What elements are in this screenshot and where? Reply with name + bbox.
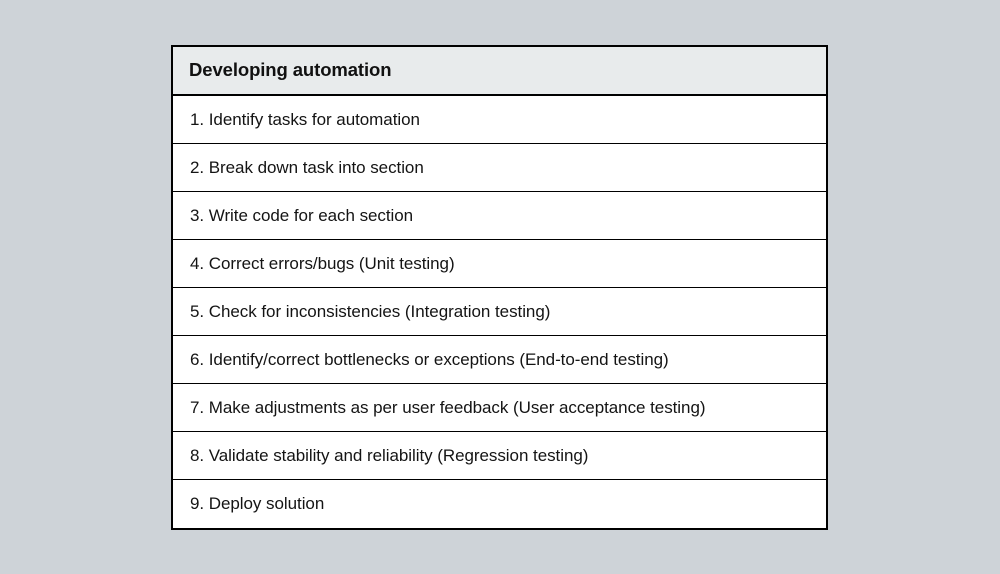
table-row[interactable]: 4. Correct errors/bugs (Unit testing) <box>173 240 826 288</box>
table-row[interactable]: 3. Write code for each section <box>173 192 826 240</box>
table-header-row: Developing automation <box>173 47 826 96</box>
table-row[interactable]: 2. Break down task into section <box>173 144 826 192</box>
table-row-label: 3. Write code for each section <box>190 205 414 225</box>
table-row-label: 4. Correct errors/bugs (Unit testing) <box>190 253 455 273</box>
table-row[interactable]: 9. Deploy solution <box>173 480 826 528</box>
table-row[interactable]: 7. Make adjustments as per user feedback… <box>173 384 826 432</box>
table-row[interactable]: 8. Validate stability and reliability (R… <box>173 432 826 480</box>
table-row[interactable]: 6. Identify/correct bottlenecks or excep… <box>173 336 826 384</box>
table-row[interactable]: 5. Check for inconsistencies (Integratio… <box>173 288 826 336</box>
table-body: 1. Identify tasks for automation 2. Brea… <box>173 96 826 528</box>
table-header-title: Developing automation <box>189 59 392 81</box>
developing-automation-table: Developing automation 1. Identify tasks … <box>171 45 828 530</box>
table-row-label: 1. Identify tasks for automation <box>190 109 420 129</box>
table-row-label: 6. Identify/correct bottlenecks or excep… <box>190 349 669 369</box>
table-row-label: 5. Check for inconsistencies (Integratio… <box>190 301 551 321</box>
table-row-label: 9. Deploy solution <box>190 494 325 514</box>
table-row-label: 7. Make adjustments as per user feedback… <box>190 397 706 417</box>
table-row[interactable]: 1. Identify tasks for automation <box>173 96 826 144</box>
table-row-label: 8. Validate stability and reliability (R… <box>190 445 589 465</box>
table-row-label: 2. Break down task into section <box>190 157 424 177</box>
